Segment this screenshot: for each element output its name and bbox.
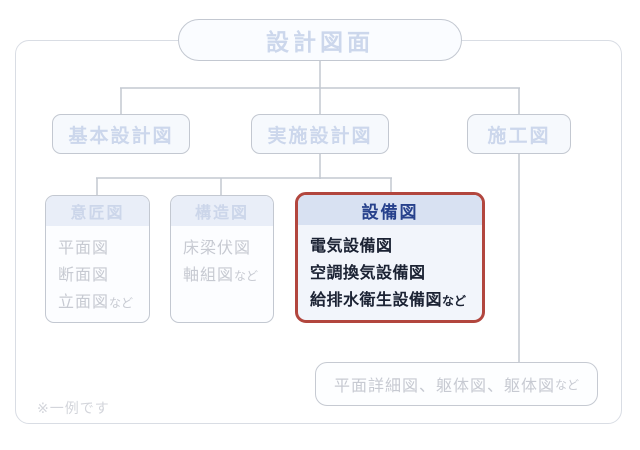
list-item-text: 軸組図 <box>183 267 235 284</box>
list-item: 床梁伏図 <box>183 240 252 257</box>
list-item: 立面図など <box>58 289 145 317</box>
category-design-drawings: 意匠図 平面図 断面図 立面図など <box>45 195 150 323</box>
list-item: 給排水衛生設備図など <box>310 287 478 315</box>
node-construction-drawing: 施工図 <box>467 114 571 154</box>
list-item: 断面図 <box>58 267 110 284</box>
node-working-design: 実施設計図 <box>251 114 389 154</box>
list-item-text: 給排水衛生設備図 <box>310 292 443 309</box>
list-item: 平面図 <box>58 240 110 257</box>
list-item-text: 立面図 <box>58 294 110 311</box>
category-structural-drawings: 構造図 床梁伏図 軸組図など <box>170 195 274 323</box>
construction-examples-text: 平面詳細図、躯体図、躯体図 <box>333 378 555 395</box>
category-structural-header: 構造図 <box>171 196 273 226</box>
list-item: 電気設備図 <box>310 238 393 255</box>
node-working-design-label: 実施設計図 <box>267 125 373 147</box>
node-basic-design: 基本設計図 <box>52 114 190 154</box>
construction-examples-box: 平面詳細図、躯体図、躯体図など <box>315 362 598 406</box>
category-design-label: 意匠図 <box>70 205 125 222</box>
list-item: 軸組図など <box>183 262 269 290</box>
list-item-suffix: など <box>109 296 134 310</box>
node-basic-design-label: 基本設計図 <box>68 125 174 147</box>
category-equipment-label: 設備図 <box>361 202 419 222</box>
list-item-suffix: など <box>234 269 259 283</box>
category-equipment-drawings-highlighted: 設備図 電気設備図 空調換気設備図 給排水衛生設備図など <box>295 192 485 323</box>
category-equipment-items: 電気設備図 空調換気設備図 給排水衛生設備図など <box>298 225 482 315</box>
node-design-drawings-label: 設計図面 <box>266 29 374 55</box>
category-design-items: 平面図 断面図 立面図など <box>46 226 149 317</box>
list-item-suffix: など <box>442 294 467 308</box>
category-structural-items: 床梁伏図 軸組図など <box>171 226 273 290</box>
list-item: 空調換気設備図 <box>310 265 426 282</box>
footnote: ※一例です <box>37 400 110 416</box>
category-equipment-header: 設備図 <box>298 195 482 225</box>
node-construction-drawing-label: 施工図 <box>487 125 551 147</box>
category-design-header: 意匠図 <box>46 196 149 226</box>
construction-examples-suffix: など <box>555 377 580 392</box>
category-structural-label: 構造図 <box>194 205 249 222</box>
node-design-drawings: 設計図面 <box>178 19 462 61</box>
